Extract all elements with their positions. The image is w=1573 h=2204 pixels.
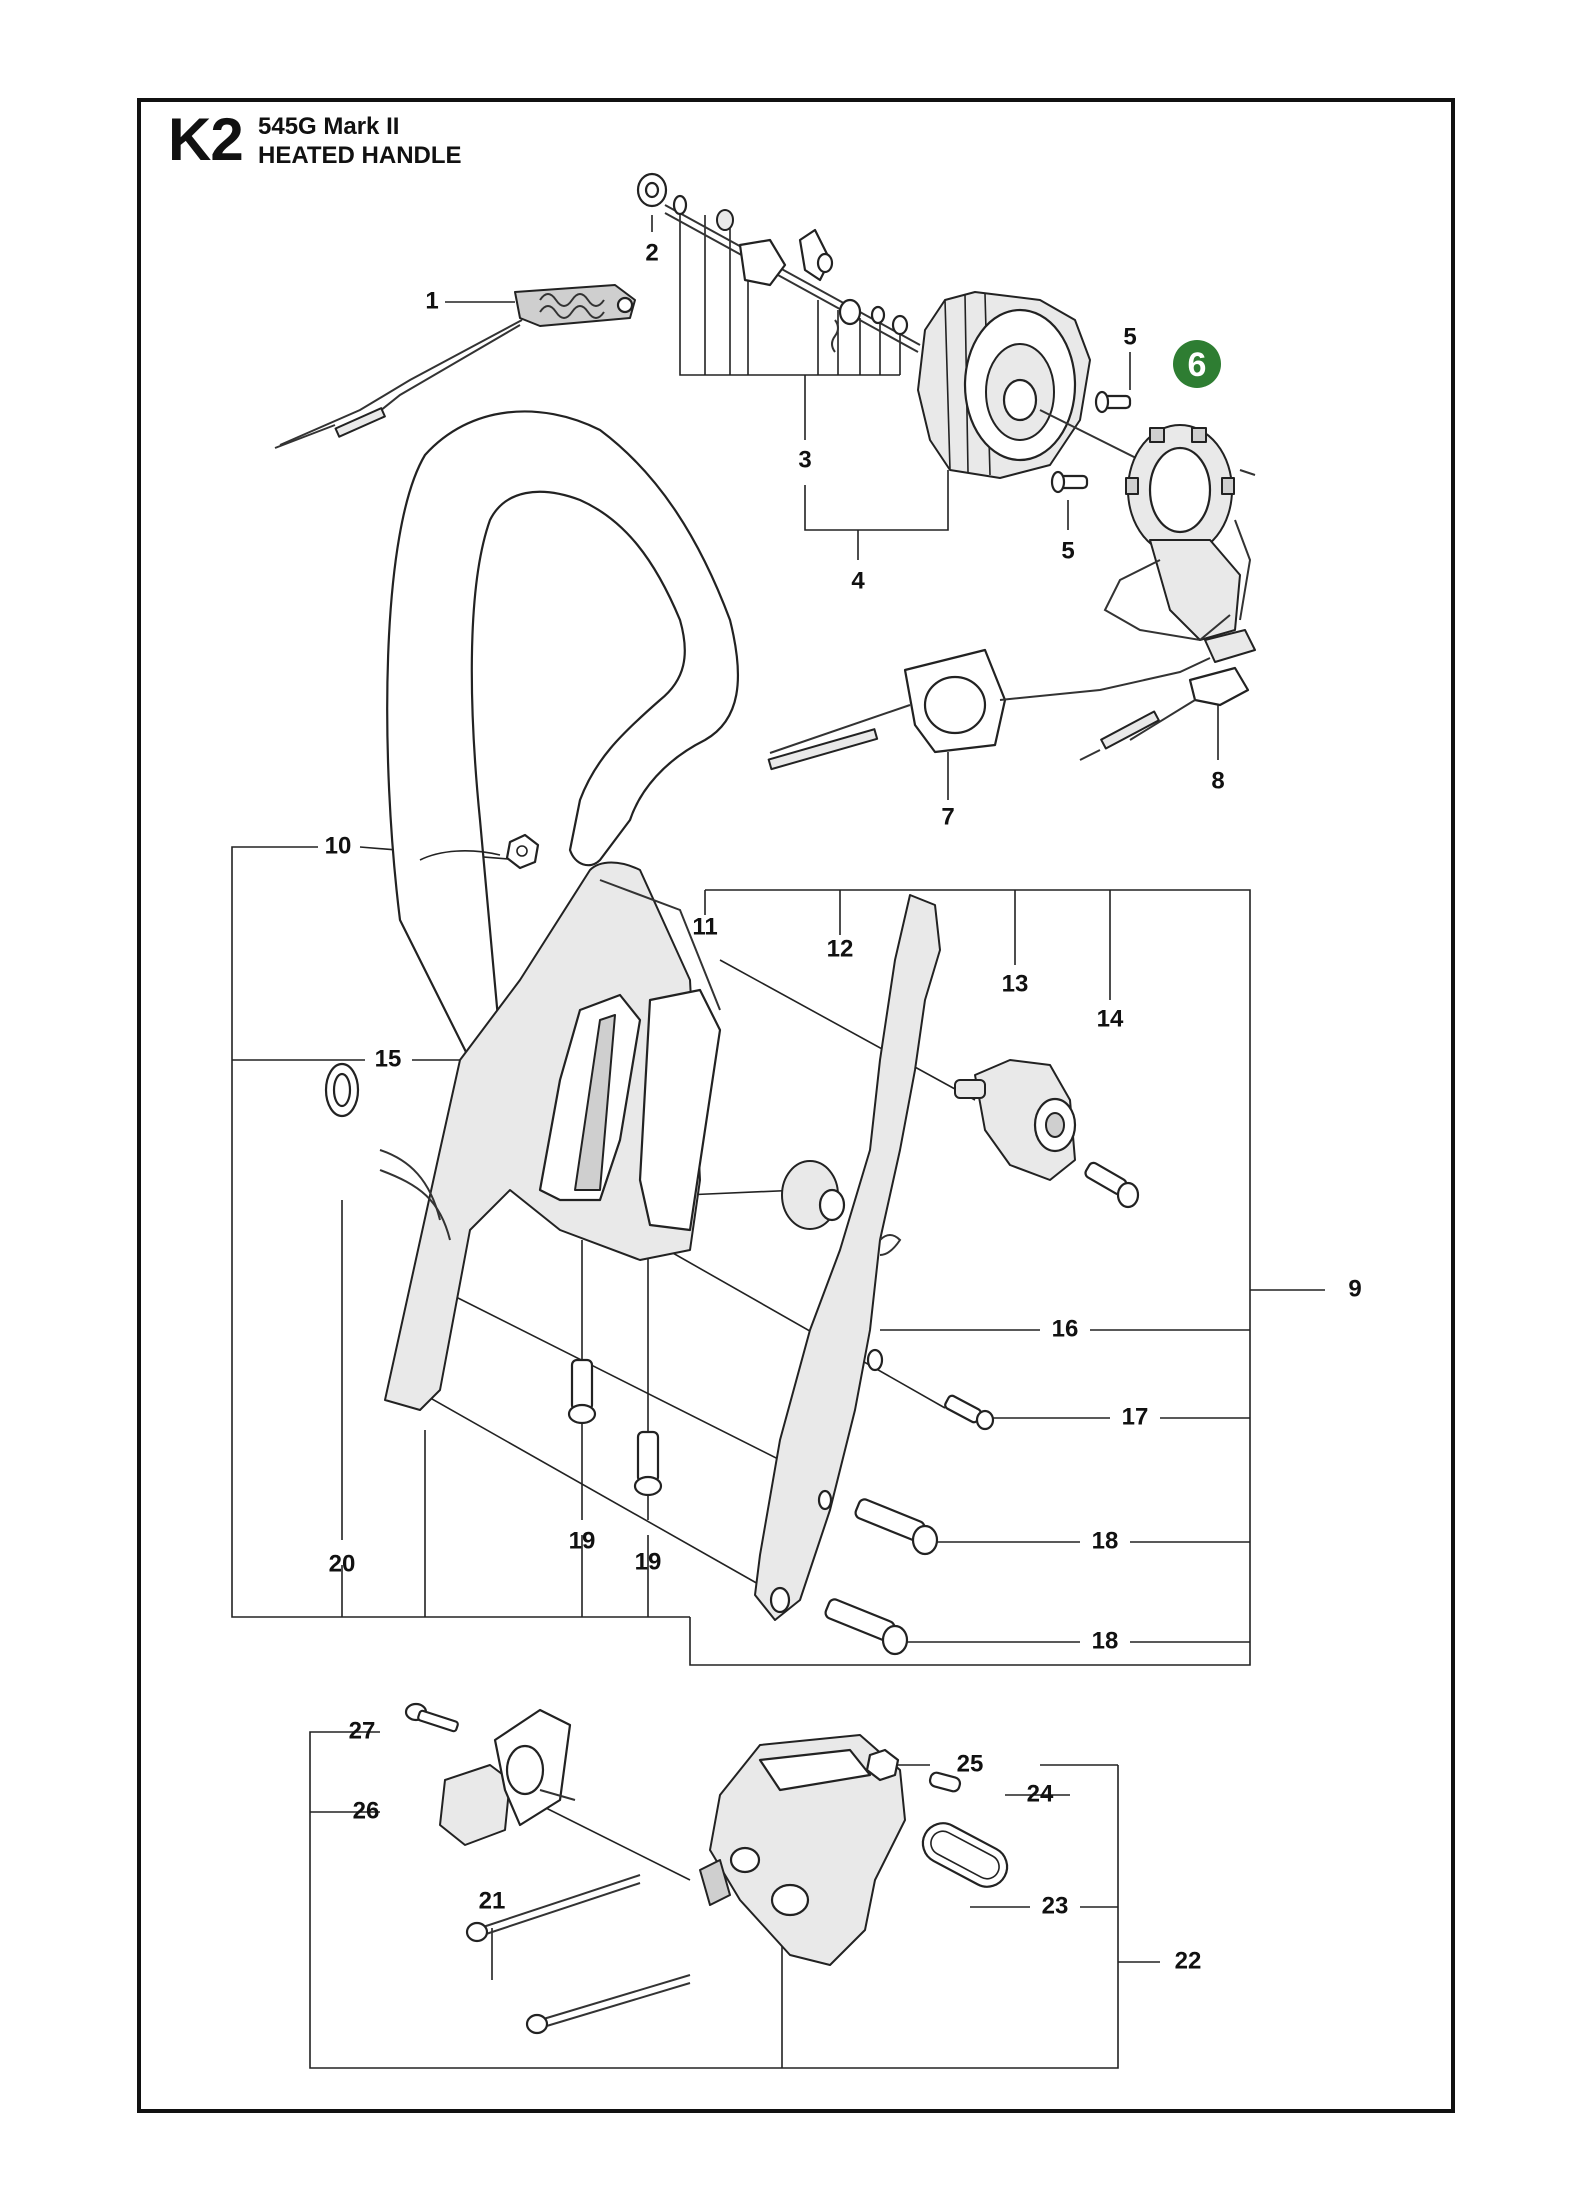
part-18-screws	[824, 1498, 939, 1656]
highlight-badge-part-6: 6	[1173, 340, 1221, 388]
callout-5b: 5	[1061, 537, 1074, 564]
callout-18b: 18	[1092, 1627, 1119, 1654]
part-5-screws	[1050, 390, 1132, 494]
callout-24: 24	[1027, 1780, 1054, 1807]
callout-18a: 18	[1092, 1527, 1119, 1554]
callout-labels: 1 2 3 4 5 5 7 8 9 10 11 12 13 14 15 16 1…	[325, 239, 1362, 1974]
part-23-gasket-ring	[921, 1822, 1009, 1888]
callout-22: 22	[1175, 1947, 1202, 1974]
part-1-heating-element	[274, 284, 636, 449]
callout-2: 2	[645, 239, 658, 266]
part-27-bolt	[404, 1702, 459, 1733]
part-2-3-shaft-assembly	[636, 172, 921, 353]
part-4-grip-housing	[917, 291, 1161, 479]
front-handle-bar	[386, 410, 740, 1062]
part-7-gasket-cable	[767, 629, 1256, 771]
callout-23: 23	[1042, 1892, 1069, 1919]
diagram-frame	[137, 98, 1455, 2113]
callout-11: 11	[692, 913, 717, 940]
part-13-knob	[954, 1059, 1077, 1181]
callout-26: 26	[353, 1797, 380, 1824]
part-8-connector	[1079, 666, 1250, 761]
callout-7: 7	[941, 803, 954, 830]
callout-27: 27	[349, 1717, 376, 1744]
callout-19b: 19	[635, 1548, 662, 1575]
page-title: HEATED HANDLE	[258, 142, 462, 169]
model-name: 545G Mark II	[258, 113, 400, 140]
callout-3: 3	[798, 446, 811, 473]
part-24-seal	[928, 1771, 962, 1793]
callout-12: 12	[827, 935, 854, 962]
callout-5a: 5	[1123, 323, 1136, 350]
callout-25: 25	[957, 1750, 984, 1777]
page-code: K2	[168, 106, 244, 173]
callout-15: 15	[375, 1045, 402, 1072]
callout-19a: 19	[569, 1527, 596, 1554]
part-17-screw	[944, 1394, 995, 1431]
part-19-screws	[567, 1358, 663, 1497]
callout-14: 14	[1097, 1005, 1124, 1032]
part-22-handle-housing	[699, 1734, 906, 1966]
highlight-label: 6	[1188, 346, 1207, 384]
part-10-nut	[505, 833, 540, 870]
part-26-switch	[439, 1708, 576, 1846]
callout-10: 10	[325, 832, 352, 859]
part-6-heating-ring	[1103, 424, 1256, 642]
callout-20: 20	[329, 1550, 356, 1577]
callout-9: 9	[1348, 1275, 1361, 1302]
rear-handle-frame	[324, 861, 722, 1411]
part-21-long-bolts	[465, 1874, 691, 2035]
callout-8: 8	[1211, 767, 1224, 794]
callout-17: 17	[1122, 1403, 1149, 1430]
callout-4: 4	[851, 567, 865, 594]
part-25-nut	[865, 1748, 900, 1782]
callout-21: 21	[479, 1887, 506, 1914]
part-14-screw	[1084, 1161, 1140, 1209]
callout-1: 1	[425, 287, 438, 314]
callout-13: 13	[1002, 970, 1029, 997]
part-12-cam	[781, 1160, 846, 1230]
part-16-trigger-arm	[754, 894, 941, 1621]
callout-16: 16	[1052, 1315, 1079, 1342]
